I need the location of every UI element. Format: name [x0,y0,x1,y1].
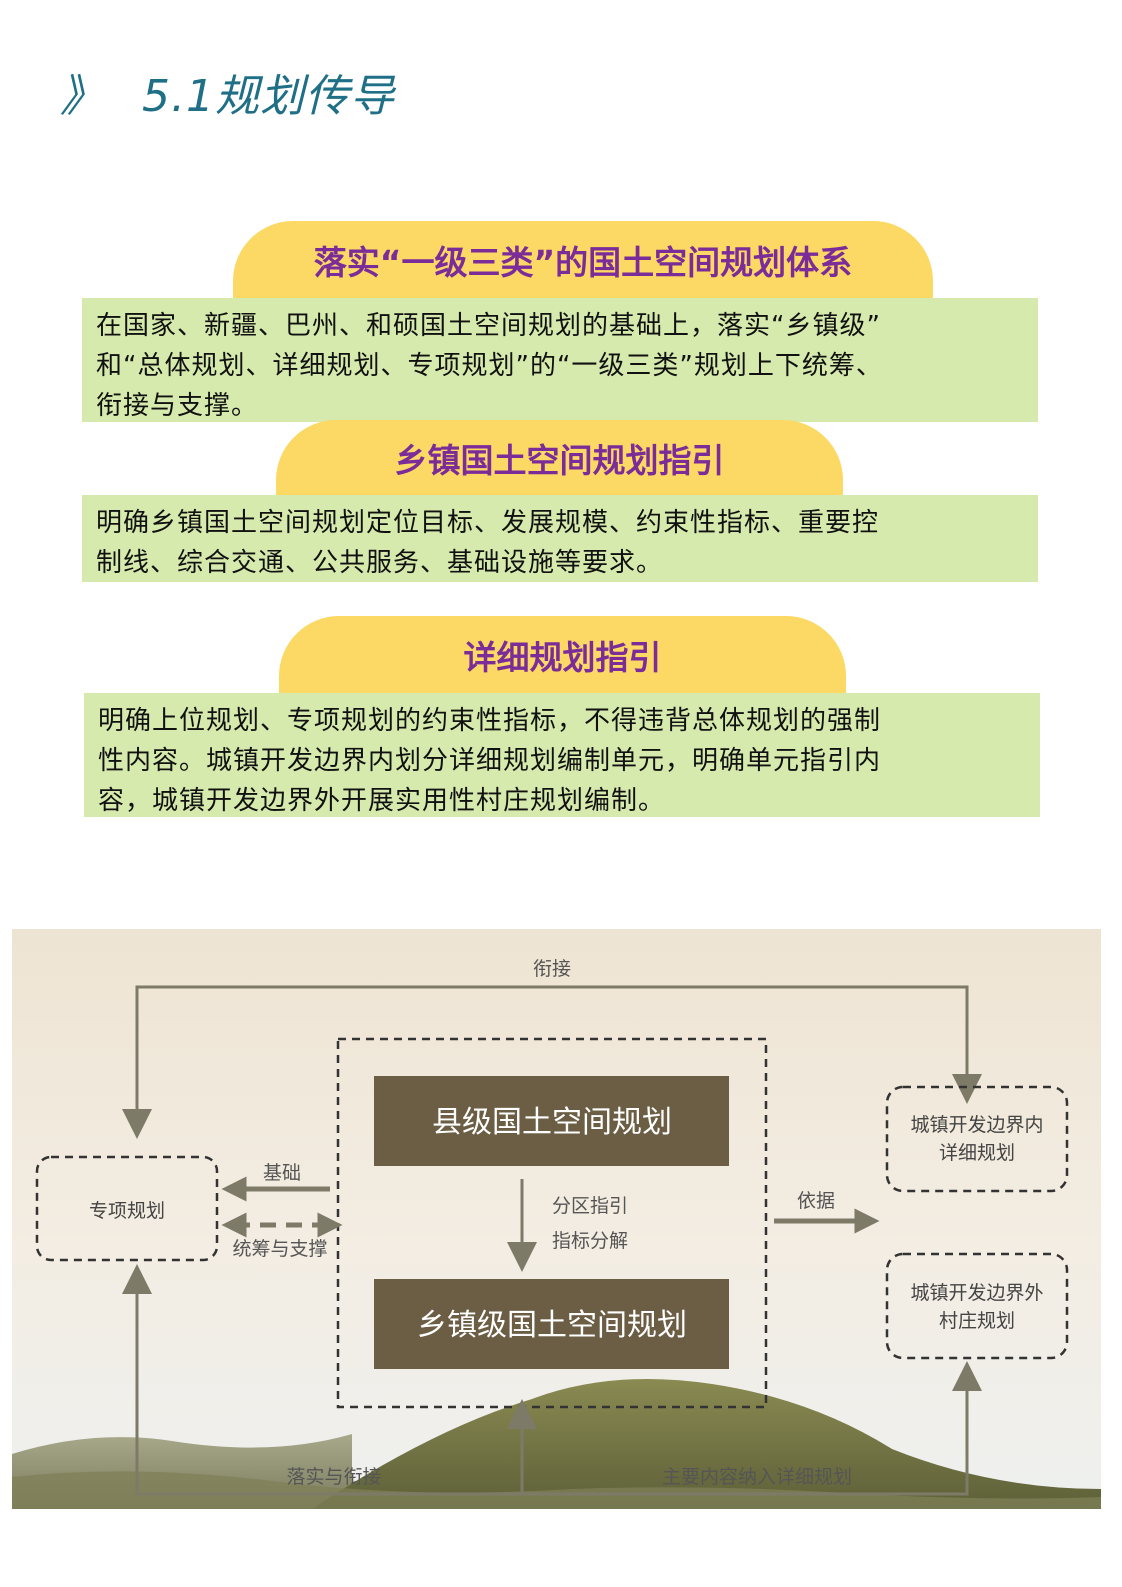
county-plan-label: 县级国土空间规划 [432,1105,672,1140]
planning-transmission-diagram: 衔接 县级国土空间规划 分区指引 指标分解 乡镇级国土空间规划 专项规划 基础 … [12,929,1101,1509]
block-1-text: 在国家、新疆、巴州、和硕国土空间规划的基础上，落实“乡镇级” 和“总体规划、详细… [82,298,1038,422]
block-1-line-1: 在国家、新疆、巴州、和硕国土空间规划的基础上，落实“乡镇级” [96,311,881,341]
outside-boundary-line-2: 村庄规划 [939,1310,1015,1332]
special-plan-box [35,1155,219,1262]
basis-label: 依据 [797,1190,835,1212]
top-link-label: 衔接 [533,958,571,980]
special-plan-label: 专项规划 [89,1200,165,1222]
top-link-line [122,985,982,1139]
block-3-text: 明确上位规划、专项规划的约束性指标，不得违背总体规划的强制 性内容。城镇开发边界… [84,693,1040,817]
outside-boundary-line-1: 城镇开发边界外 [910,1282,1043,1304]
coordination-label: 统筹与支撑 [232,1238,327,1260]
block-2-text: 明确乡镇国土空间规划定位目标、发展规模、约束性指标、重要控 制线、综合交通、公共… [82,495,1038,582]
block-3-line-2: 性内容。城镇开发边界内划分详细规划编制单元，明确单元指引内 [98,746,882,776]
block-2-line-1: 明确乡镇国土空间规划定位目标、发展规模、约束性指标、重要控 [96,508,880,538]
section-title: 5.1规划传导 [142,71,395,122]
block-2-title: 乡镇国土空间规划指引 [276,420,843,496]
block-1-title: 落实“一级三类”的国土空间规划体系 [233,221,933,299]
indicator-breakdown-label: 指标分解 [552,1230,628,1252]
bottom-left-link [122,1264,522,1496]
outside-boundary-box [885,1252,1069,1360]
county-plan-box [374,1076,729,1166]
foreground-hill [12,1471,1101,1509]
block-2-line-2: 制线、综合交通、公共服务、基础设施等要求。 [96,548,664,578]
bottom-right-label: 主要内容纳入详细规划 [662,1466,852,1488]
section-heading: 》 5.1规划传导 [60,62,395,122]
inside-boundary-line-2: 详细规划 [939,1142,1015,1164]
inside-boundary-box [885,1085,1069,1193]
block-3-title: 详细规划指引 [279,616,846,694]
block-1-line-2: 和“总体规划、详细规划、专项规划”的“一级三类”规划上下统筹、 [96,351,883,381]
township-plan-box [374,1279,729,1369]
block-3-line-1: 明确上位规划、专项规划的约束性指标，不得违背总体规划的强制 [98,706,882,736]
block-1-line-3: 衔接与支撑。 [96,391,259,421]
block-3-line-3: 容，城镇开发边界外开展实用性村庄规划编制。 [98,786,666,816]
bottom-left-label: 落实与衔接 [286,1466,381,1488]
inside-boundary-line-1: 城镇开发边界内 [910,1114,1043,1136]
base-label: 基础 [263,1162,301,1184]
double-chevron-icon: 》 [60,71,104,122]
township-plan-label: 乡镇级国土空间规划 [417,1308,687,1343]
bottom-right-link [522,1361,982,1496]
zoning-guidance-label: 分区指引 [552,1195,628,1217]
